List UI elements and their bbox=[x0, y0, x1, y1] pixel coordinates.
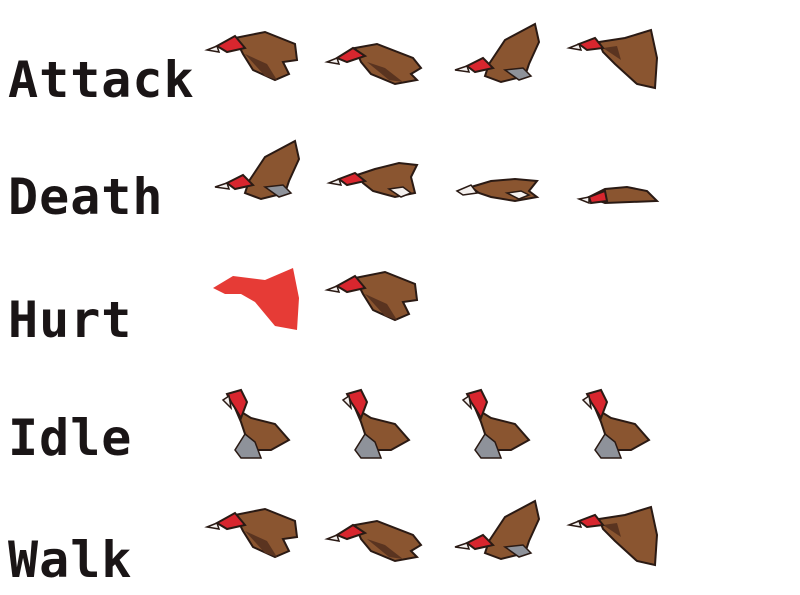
vulture-idle-frame-4-icon bbox=[565, 378, 677, 459]
vulture-death-frame-1-sprite bbox=[214, 139, 301, 201]
vulture-hurt-frame-2-sprite bbox=[324, 270, 419, 322]
vulture-fly-frame-1-icon bbox=[204, 18, 317, 98]
vulture-idle-frame-2-sprite bbox=[341, 388, 411, 459]
vulture-death-frame-4-icon bbox=[565, 135, 677, 215]
vulture-walk-frame-4-sprite bbox=[566, 505, 659, 567]
row-label-death: Death bbox=[8, 168, 164, 226]
vulture-walk-frame-1-icon bbox=[204, 495, 317, 575]
vulture-hurt-frame-1-sprite bbox=[213, 268, 299, 330]
vulture-wingup-frame-3-sprite bbox=[454, 22, 541, 84]
vulture-walk-frame-2-sprite bbox=[324, 519, 423, 563]
vulture-dive-frame-2-sprite bbox=[324, 42, 423, 86]
vulture-death-frame-2-icon bbox=[325, 135, 437, 215]
row-label-walk: Walk bbox=[8, 531, 133, 589]
vulture-death-frame-1-icon bbox=[205, 135, 317, 215]
vulture-glide-frame-4-icon bbox=[565, 18, 677, 98]
vulture-idle-frame-4-sprite bbox=[581, 388, 651, 459]
vulture-death-frame-4-sprite bbox=[576, 185, 660, 205]
vulture-idle-frame-1-sprite bbox=[221, 388, 291, 459]
vulture-idle-frame-3-sprite bbox=[461, 388, 531, 459]
row-label-idle: Idle bbox=[8, 409, 133, 467]
vulture-walk-frame-3-icon bbox=[445, 495, 557, 575]
vulture-walk-frame-2-icon bbox=[324, 495, 437, 575]
vulture-idle-frame-2-icon bbox=[325, 378, 437, 459]
vulture-hurt-frame-1-icon bbox=[205, 258, 317, 338]
vulture-idle-frame-1-icon bbox=[205, 378, 317, 459]
vulture-death-frame-3-icon bbox=[445, 135, 557, 215]
vulture-hurt-frame-2-icon bbox=[324, 258, 437, 338]
row-label-hurt: Hurt bbox=[8, 291, 133, 349]
vulture-wingup-frame-3-icon bbox=[445, 18, 557, 98]
vulture-fly-frame-1-sprite bbox=[204, 30, 299, 82]
vulture-walk-frame-1-sprite bbox=[204, 507, 299, 559]
row-label-attack: Attack bbox=[8, 51, 195, 109]
vulture-death-frame-2-sprite bbox=[326, 161, 419, 199]
vulture-walk-frame-3-sprite bbox=[454, 499, 541, 561]
vulture-dive-frame-2-icon bbox=[324, 18, 437, 98]
vulture-death-frame-3-sprite bbox=[455, 177, 540, 203]
vulture-glide-frame-4-sprite bbox=[566, 28, 659, 90]
vulture-walk-frame-4-icon bbox=[565, 495, 677, 575]
vulture-idle-frame-3-icon bbox=[445, 378, 557, 459]
